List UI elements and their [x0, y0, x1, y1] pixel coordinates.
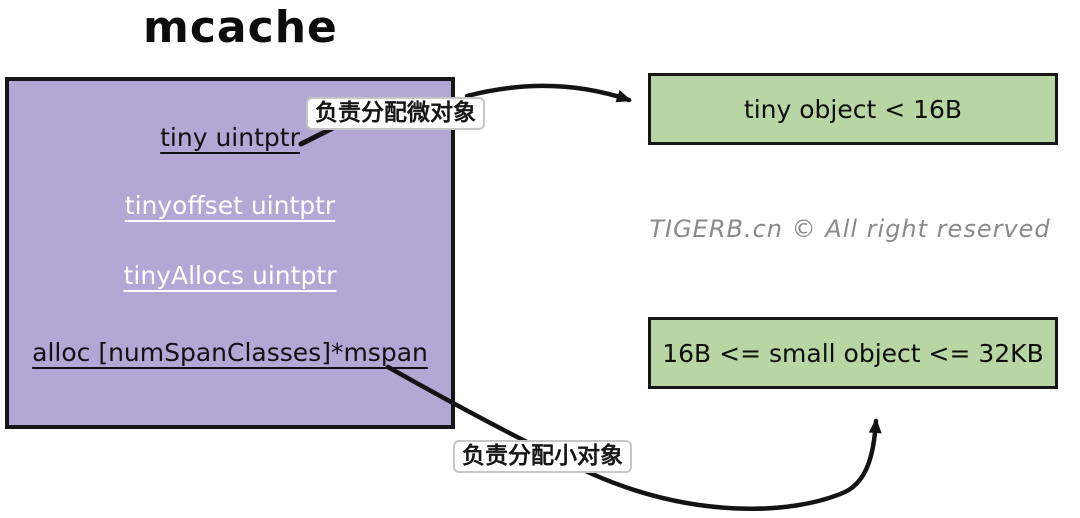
field-tinyallocs: tinyAllocs uintptr — [123, 261, 337, 290]
mcache-struct-box: tiny uintptr tinyoffset uintptr tinyAllo… — [5, 77, 455, 429]
diagram-title: mcache — [143, 2, 338, 53]
watermark-text: TIGERB.cn © All right reserved — [649, 215, 1051, 243]
callout-micro-objects: 负责分配微对象 — [306, 97, 485, 130]
field-alloc: alloc [numSpanClasses]*mspan — [32, 338, 428, 367]
small-object-box: 16B <= small object <= 32KB — [648, 317, 1058, 389]
tiny-object-box: tiny object < 16B — [648, 73, 1058, 145]
field-tinyoffset: tinyoffset uintptr — [124, 191, 336, 220]
curved-arrow-to-tiny-object-box — [464, 83, 632, 103]
callout-small-objects: 负责分配小对象 — [453, 440, 632, 473]
field-tiny: tiny uintptr — [160, 123, 300, 152]
